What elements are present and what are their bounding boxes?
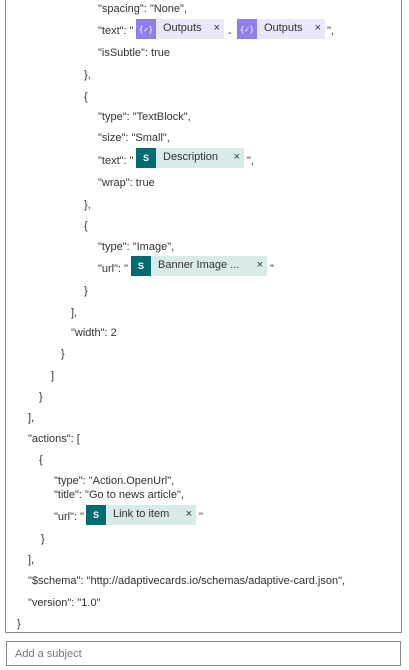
- code-fragment: ",: [327, 25, 334, 37]
- sharepoint-icon: S: [86, 505, 106, 525]
- code-line: "$schema": "http://adaptivecards.io/sche…: [28, 575, 346, 587]
- token-label: Description: [163, 151, 219, 163]
- code-line: {: [84, 91, 88, 103]
- code-line: ],: [28, 554, 35, 566]
- token-label: Outputs: [264, 22, 303, 34]
- code-line: }: [41, 533, 45, 545]
- code-line: "text": ": [98, 155, 134, 167]
- code-line: "width": 2: [71, 327, 117, 339]
- code-line: "wrap": true: [98, 177, 155, 189]
- code-editor[interactable]: "spacing": "None", "text": " {✓} Outputs…: [5, 0, 402, 633]
- code-line: "type": "TextBlock",: [98, 111, 191, 123]
- code-line: "type": "Image",: [98, 241, 175, 253]
- expression-icon: {✓}: [136, 19, 156, 39]
- sharepoint-icon: S: [136, 148, 156, 168]
- separator-text: -: [228, 27, 232, 39]
- remove-token-button[interactable]: ×: [213, 22, 220, 34]
- remove-token-button[interactable]: ×: [256, 259, 263, 271]
- code-line: "url": ": [54, 511, 85, 523]
- subject-input[interactable]: [6, 641, 401, 666]
- code-line: ],: [71, 307, 78, 319]
- remove-token-button[interactable]: ×: [314, 22, 321, 34]
- code-line: "spacing": "None",: [98, 3, 187, 15]
- code-line: }: [84, 285, 88, 297]
- sharepoint-icon: S: [131, 256, 151, 276]
- token-label: Link to item: [113, 508, 170, 520]
- code-line: }: [17, 618, 21, 630]
- code-line: }: [61, 348, 65, 360]
- dynamic-token[interactable]: {✓} Outputs ×: [136, 19, 224, 39]
- code-line: ],: [28, 412, 35, 424]
- expression-icon: {✓}: [237, 19, 257, 39]
- code-line: {: [84, 220, 88, 232]
- code-line: "type": "Action.OpenUrl",: [54, 475, 175, 487]
- code-line: "size": "Small",: [98, 132, 170, 144]
- dynamic-token[interactable]: {✓} Outputs ×: [237, 19, 325, 39]
- dynamic-token[interactable]: S Banner Image ... ×: [131, 256, 267, 276]
- code-fragment: ": [199, 511, 203, 523]
- code-line: {: [39, 454, 43, 466]
- token-label: Outputs: [163, 22, 202, 34]
- code-fragment: ": [270, 263, 274, 275]
- dynamic-token[interactable]: S Description ×: [136, 148, 244, 168]
- token-label: Banner Image ...: [158, 259, 240, 271]
- code-line: "text": ": [98, 25, 134, 37]
- code-line: },: [84, 199, 91, 211]
- code-line: ]: [51, 370, 55, 382]
- remove-token-button[interactable]: ×: [185, 508, 192, 520]
- code-line: }: [39, 391, 43, 403]
- code-fragment: ",: [247, 155, 254, 167]
- dynamic-token[interactable]: S Link to item ×: [86, 505, 196, 525]
- code-line: "actions": [: [28, 433, 80, 445]
- code-line: },: [84, 69, 91, 81]
- code-line: "title": "Go to news article",: [54, 489, 184, 501]
- code-line: "url": ": [98, 263, 129, 275]
- code-line: "version": "1.0": [28, 597, 101, 609]
- code-line: "isSubtle": true: [98, 47, 171, 59]
- remove-token-button[interactable]: ×: [233, 151, 240, 163]
